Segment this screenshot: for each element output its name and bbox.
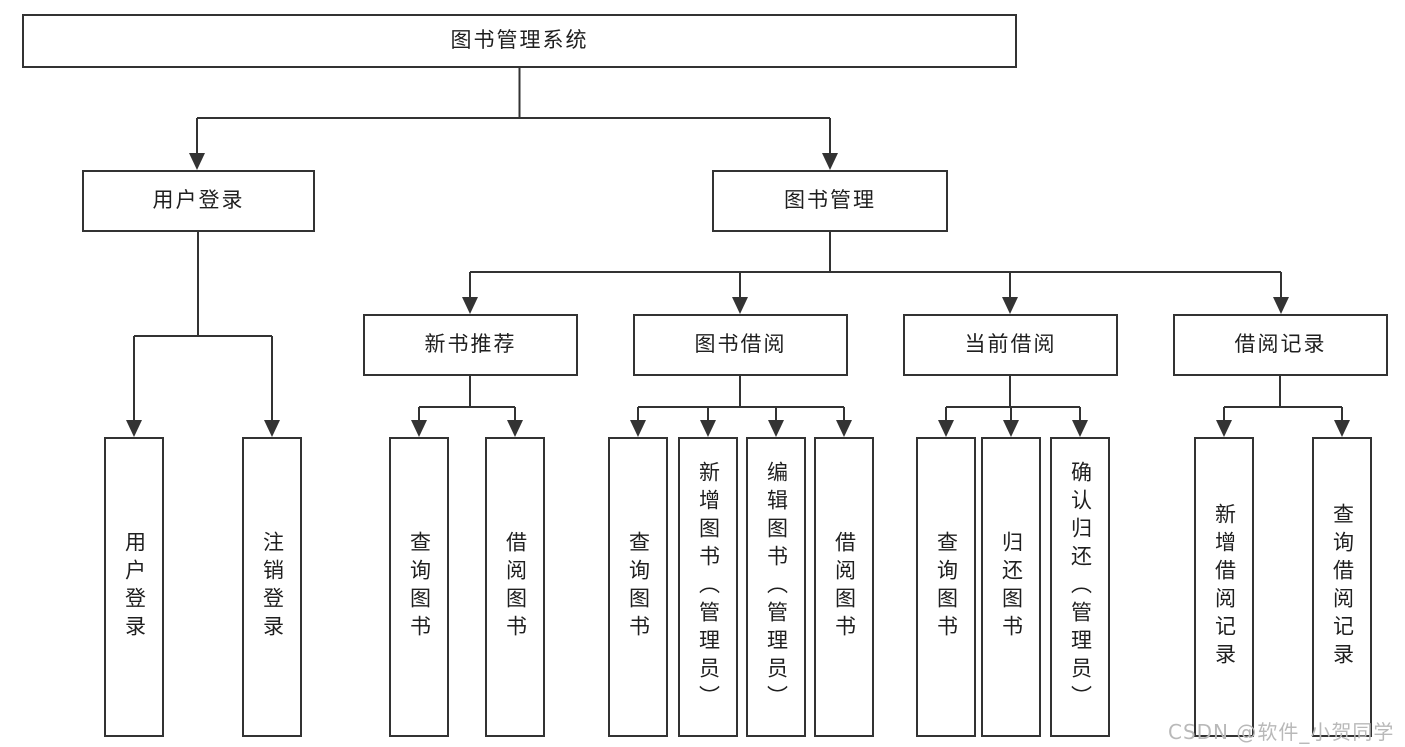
leaf-query-borrow-record-label: 查询借阅记录 bbox=[1330, 503, 1355, 671]
node-user-login-branch-label: 用户登录 bbox=[152, 188, 245, 213]
leaf-confirm-return-admin-label: 确认归还（管理员） bbox=[1068, 461, 1093, 713]
leaf-add-book-admin-label: 新增图书（管理员） bbox=[696, 461, 721, 713]
node-book-management-label: 图书管理 bbox=[784, 188, 876, 213]
leaf-add-borrow-record-label: 新增借阅记录 bbox=[1212, 503, 1237, 671]
node-current-borrow-label: 当前借阅 bbox=[964, 332, 1057, 357]
leaf-user-login: 用户登录 bbox=[104, 437, 164, 737]
node-root-label: 图书管理系统 bbox=[450, 28, 589, 53]
node-book-management: 图书管理 bbox=[712, 170, 948, 232]
leaf-query-books-current: 查询图书 bbox=[916, 437, 976, 737]
node-root: 图书管理系统 bbox=[22, 14, 1017, 68]
watermark: CSDN @软件_小贺同学 bbox=[1168, 720, 1395, 744]
leaf-return-book-label: 归还图书 bbox=[999, 531, 1024, 643]
leaf-user-login-label: 用户登录 bbox=[122, 531, 147, 643]
node-borrow-records-label: 借阅记录 bbox=[1234, 332, 1327, 357]
leaf-return-book: 归还图书 bbox=[981, 437, 1041, 737]
leaf-query-books-recommend-label: 查询图书 bbox=[407, 531, 432, 643]
leaf-query-books-current-label: 查询图书 bbox=[934, 531, 959, 643]
leaf-query-borrow-record: 查询借阅记录 bbox=[1312, 437, 1372, 737]
leaf-query-books-borrow: 查询图书 bbox=[608, 437, 668, 737]
leaf-borrow-books-recommend: 借阅图书 bbox=[485, 437, 545, 737]
node-book-borrow-label: 图书借阅 bbox=[694, 332, 787, 357]
leaf-borrow-books: 借阅图书 bbox=[814, 437, 874, 737]
arrowheads bbox=[126, 153, 1350, 437]
node-borrow-records: 借阅记录 bbox=[1173, 314, 1388, 376]
leaf-borrow-books-recommend-label: 借阅图书 bbox=[503, 531, 528, 643]
node-book-borrow: 图书借阅 bbox=[633, 314, 848, 376]
leaf-edit-book-admin-label: 编辑图书（管理员） bbox=[764, 461, 789, 713]
node-new-book-recommend-label: 新书推荐 bbox=[424, 332, 517, 357]
node-current-borrow: 当前借阅 bbox=[903, 314, 1118, 376]
leaf-query-books-borrow-label: 查询图书 bbox=[626, 531, 651, 643]
node-user-login-branch: 用户登录 bbox=[82, 170, 315, 232]
leaf-query-books-recommend: 查询图书 bbox=[389, 437, 449, 737]
leaf-add-book-admin: 新增图书（管理员） bbox=[678, 437, 738, 737]
leaf-borrow-books-label: 借阅图书 bbox=[832, 531, 857, 643]
leaf-logout: 注销登录 bbox=[242, 437, 302, 737]
leaf-logout-label: 注销登录 bbox=[260, 531, 285, 643]
leaf-add-borrow-record: 新增借阅记录 bbox=[1194, 437, 1254, 737]
leaf-confirm-return-admin: 确认归还（管理员） bbox=[1050, 437, 1110, 737]
leaf-edit-book-admin: 编辑图书（管理员） bbox=[746, 437, 806, 737]
node-new-book-recommend: 新书推荐 bbox=[363, 314, 578, 376]
